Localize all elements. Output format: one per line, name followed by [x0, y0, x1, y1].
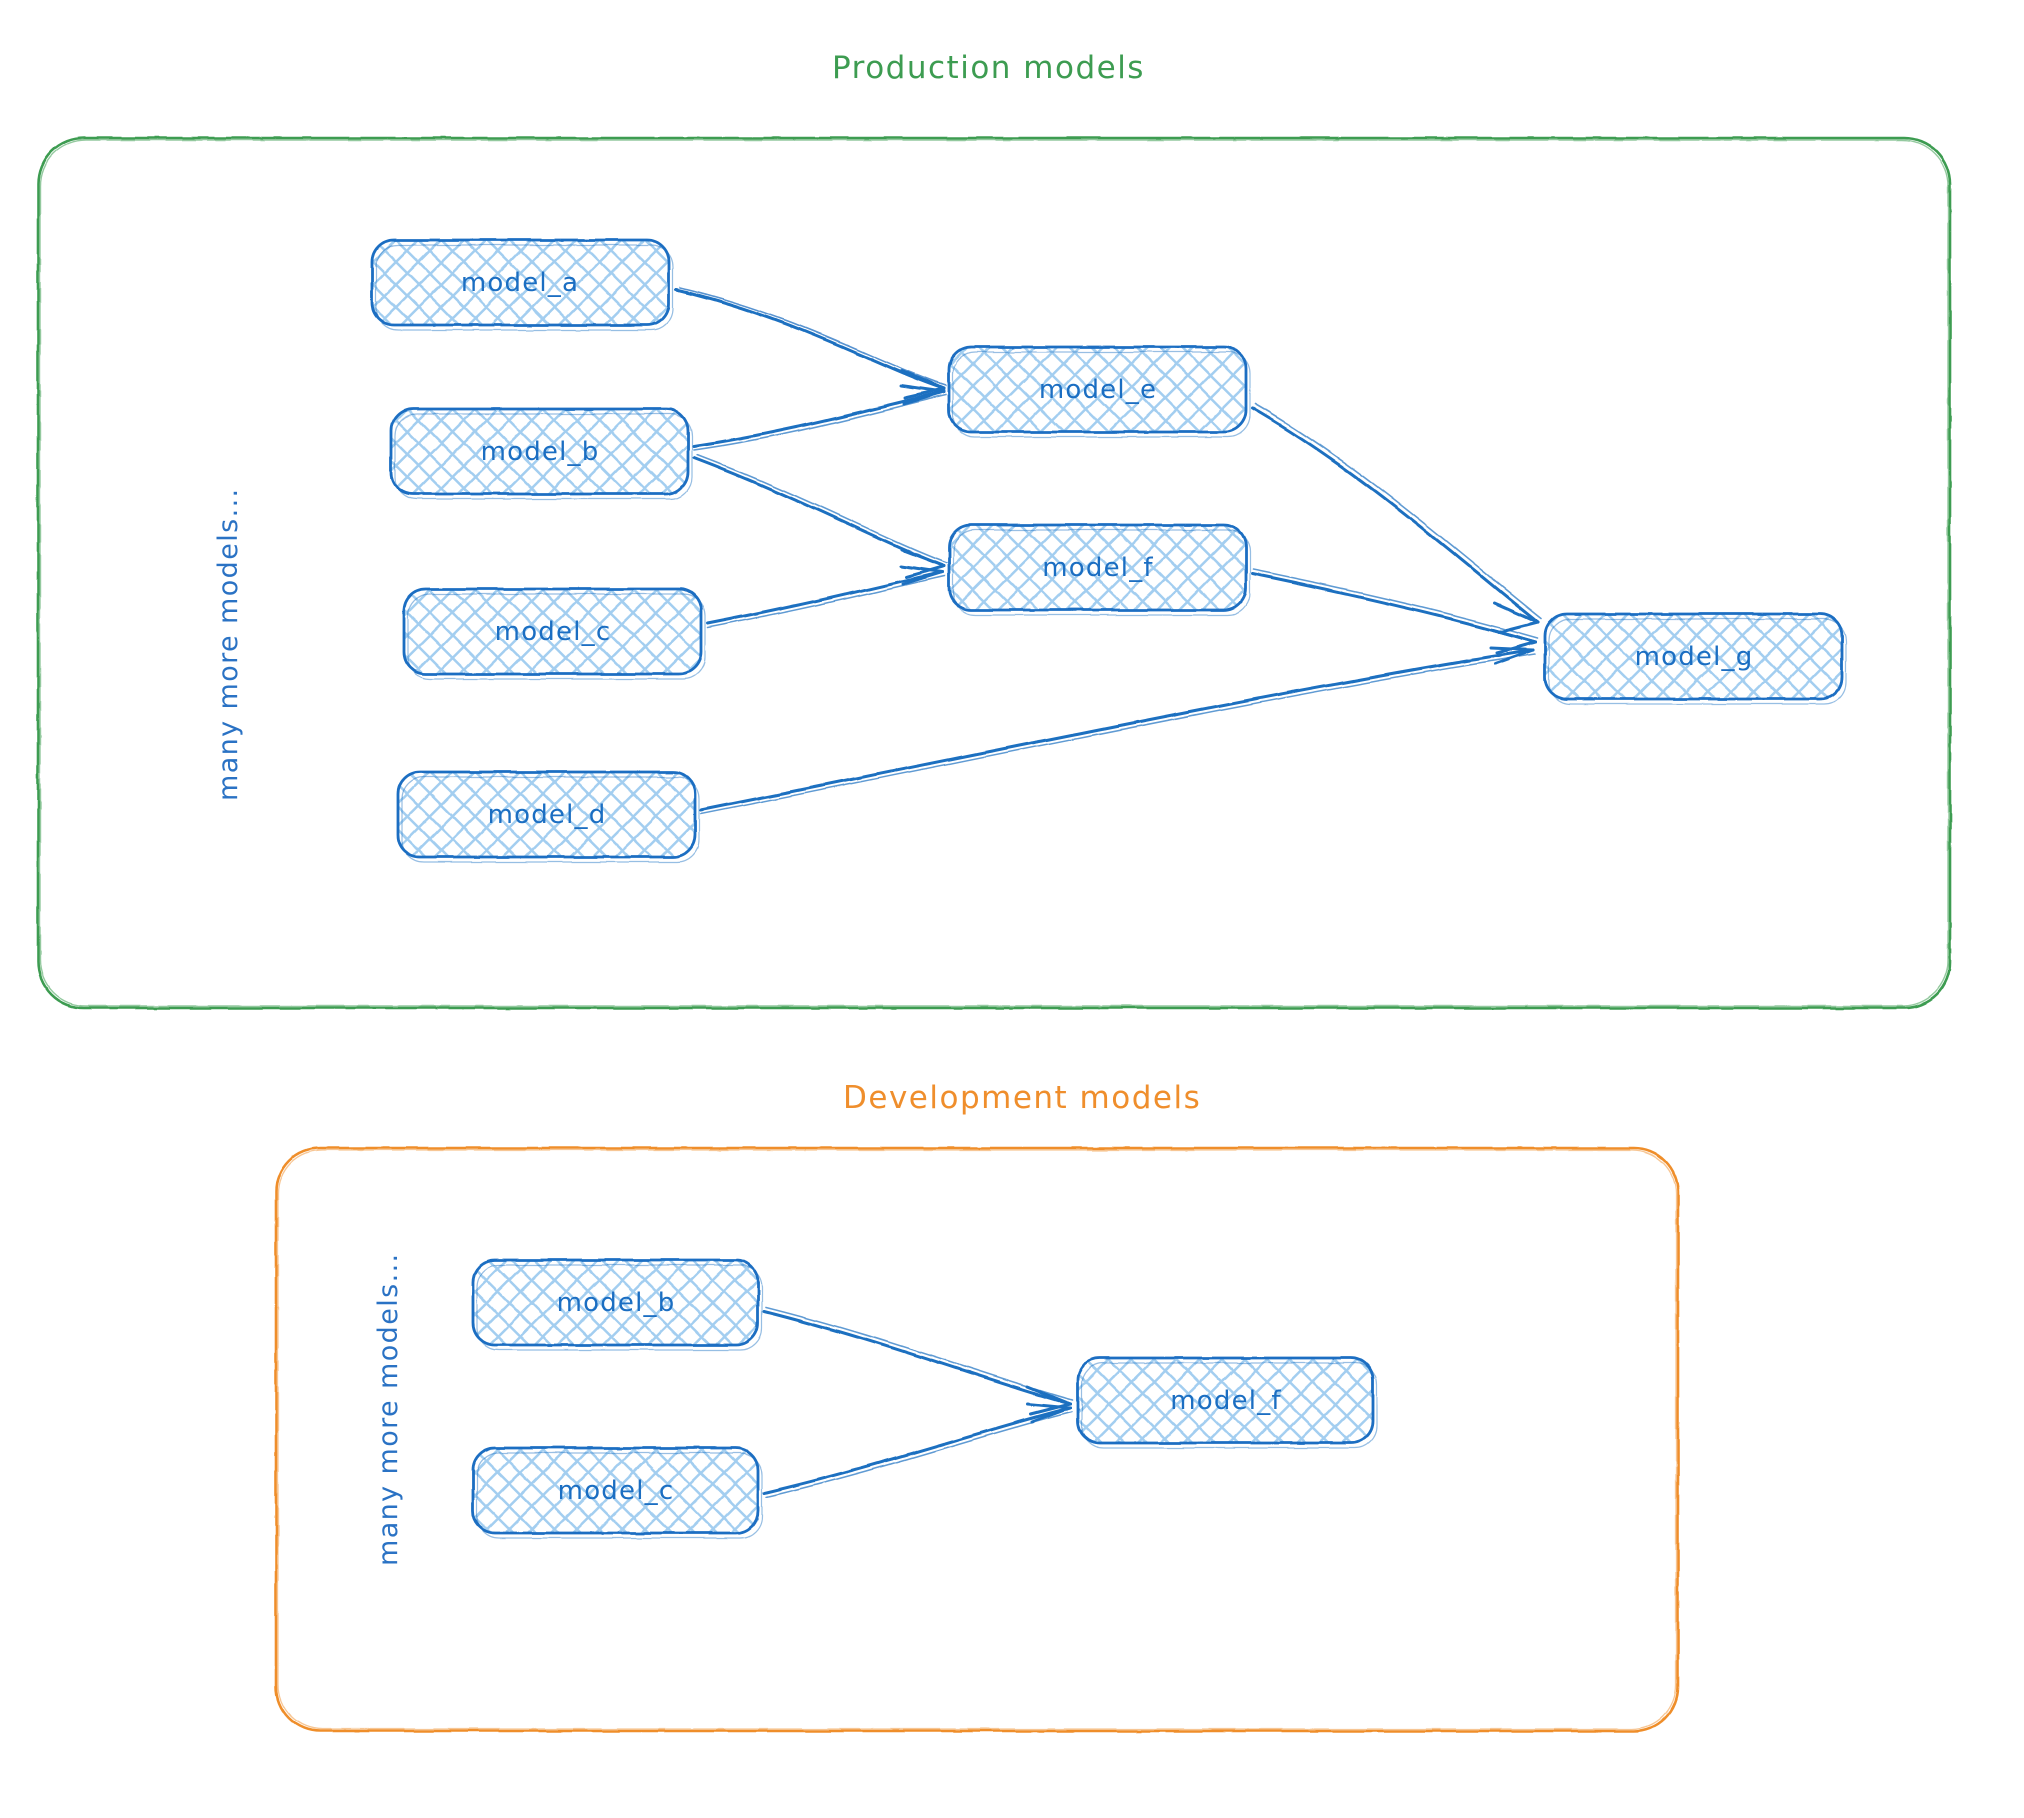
production-many-more-models-label: many more models...	[213, 487, 244, 801]
nodes-development	[471, 1258, 1378, 1539]
node-prod-model-a[interactable]	[370, 238, 674, 331]
node-hit-prod-model-c[interactable]	[404, 589, 701, 674]
node-dev-model-f[interactable]	[1076, 1356, 1378, 1449]
node-hit-prod-model-a[interactable]	[372, 240, 669, 325]
node-dev-model-b[interactable]	[471, 1258, 763, 1351]
node-hit-prod-model-e[interactable]	[949, 347, 1246, 432]
development-container	[274, 1146, 1680, 1733]
node-prod-model-e[interactable]	[947, 345, 1251, 438]
edge-model-d-to-model-g	[699, 646, 1537, 815]
edge-model-c-to-model-f	[705, 564, 945, 629]
node-prod-model-g[interactable]	[1543, 612, 1847, 705]
production-container	[36, 136, 1952, 1010]
node-hit-prod-model-d[interactable]	[398, 772, 695, 857]
development-group-title: Development models	[843, 1080, 1202, 1116]
node-hit-dev-model-f[interactable]	[1078, 1358, 1373, 1443]
edge-dev-model-c-to-model-f	[762, 1402, 1073, 1498]
node-dev-model-c[interactable]	[471, 1446, 763, 1539]
node-prod-model-f[interactable]	[947, 523, 1251, 616]
node-hit-prod-model-f[interactable]	[949, 525, 1246, 610]
node-prod-model-c[interactable]	[402, 587, 706, 680]
node-hit-dev-model-c[interactable]	[473, 1448, 758, 1533]
node-hit-prod-model-g[interactable]	[1545, 614, 1842, 699]
edge-model-a-to-model-e	[674, 287, 947, 400]
development-many-more-models-label: many more models...	[373, 1252, 404, 1566]
edge-model-f-to-model-g	[1250, 569, 1539, 655]
node-hit-dev-model-b[interactable]	[473, 1260, 758, 1345]
edge-dev-model-b-to-model-f	[762, 1306, 1073, 1416]
nodes-production	[370, 238, 1847, 863]
edge-arrows-production	[674, 287, 1542, 815]
edge-model-e-to-model-g	[1250, 403, 1542, 634]
edge-arrows-development	[762, 1306, 1073, 1498]
node-prod-model-b[interactable]	[389, 407, 693, 500]
edge-model-b-to-model-e	[692, 384, 947, 451]
node-prod-model-d[interactable]	[396, 770, 700, 863]
node-hit-prod-model-b[interactable]	[391, 409, 688, 494]
production-group-title: Production models	[832, 50, 1145, 86]
edge-model-b-to-model-f	[692, 454, 948, 579]
